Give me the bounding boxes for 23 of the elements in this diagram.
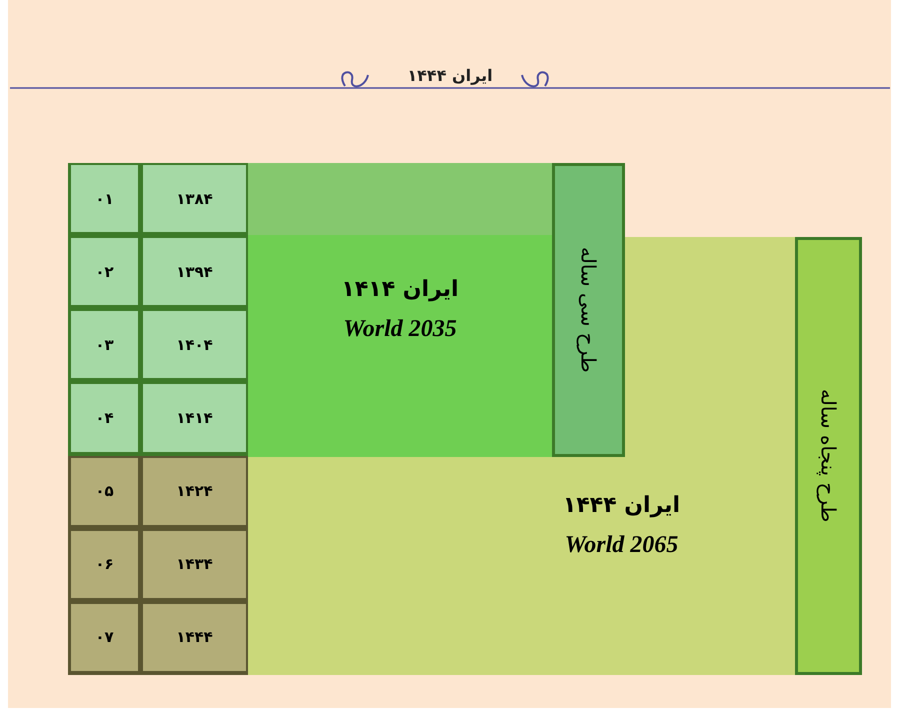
table-cell: ۰۱ [68,163,140,236]
table-cell: ۱۴۲۴ [140,456,248,529]
vertical-tab [552,163,625,457]
subtitle-text: World 2065 [564,532,678,559]
table-cell: ۱۴۰۴ [140,309,248,382]
tab-label: طرح سی ساله [576,247,600,373]
tab-label: طرح پنجاه ساله [816,389,840,523]
table-cell: ۱۴۳۴ [140,528,248,602]
table-cell: ۰۴ [68,382,140,456]
region-panel [248,163,552,457]
table-cell: ۱۳۸۴ [140,163,248,236]
heading-text: ایران ۱۴۴۴ [562,493,680,518]
table-cell: ۰۲ [68,236,140,310]
table-cell: ۰۷ [68,602,140,675]
table-cell: ۱۴۴۴ [140,602,248,675]
vertical-tab [795,237,862,675]
table-cell: ۱۳۹۴ [140,236,248,310]
table-cell: ۰۳ [68,309,140,382]
subtitle-text: World 2035 [343,316,457,343]
heading-text: ایران ۱۴۱۴ [341,277,459,302]
table-cell: ۰۶ [68,528,140,602]
table-cell: ۰۵ [68,456,140,529]
table-cell: ۱۴۱۴ [140,382,248,456]
